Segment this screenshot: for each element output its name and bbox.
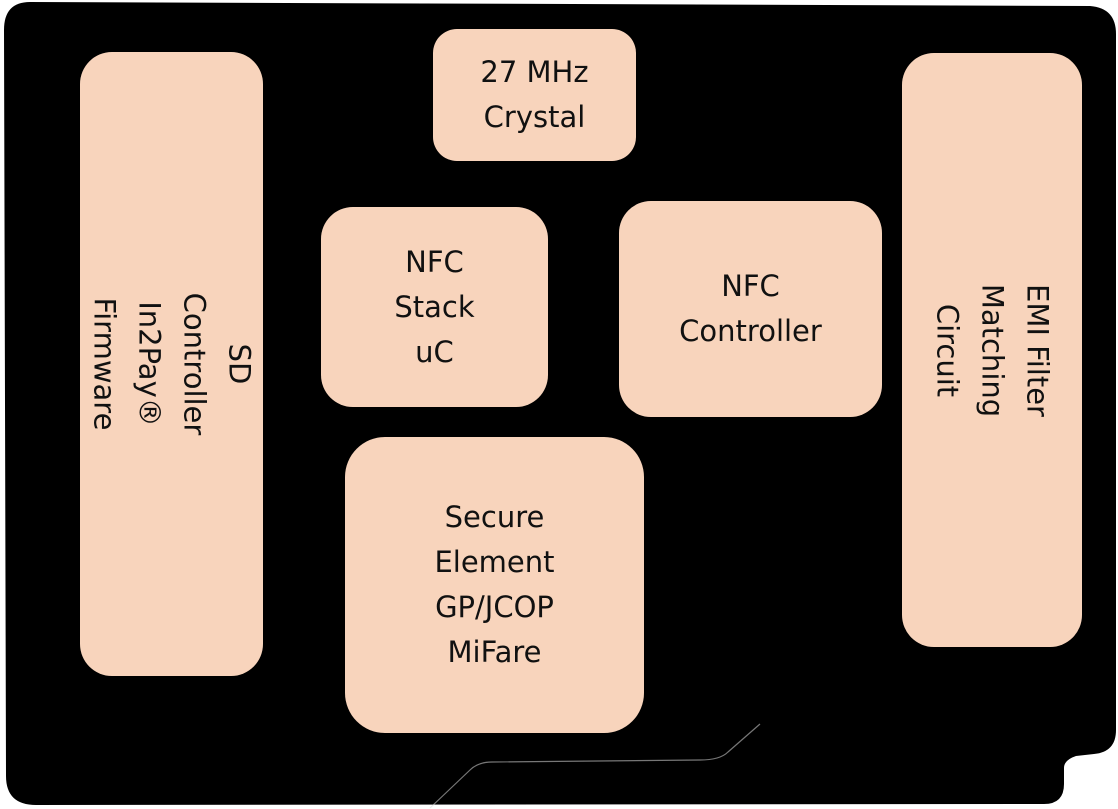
secure-element-block: Secure Element GP/JCOP MiFare bbox=[345, 437, 644, 733]
crystal-block: 27 MHz Crystal bbox=[433, 29, 636, 161]
emi-filter-label: EMI Filter Matching Circuit bbox=[930, 283, 1055, 417]
card-notch-gap bbox=[429, 723, 761, 809]
nfc-stack-uc-block: NFC Stack uC bbox=[321, 207, 548, 407]
sd-controller-block: SD Controller In2Pay® Firmware bbox=[80, 52, 263, 676]
nfc-controller-block: NFC Controller bbox=[619, 201, 882, 417]
emi-filter-block: EMI Filter Matching Circuit bbox=[902, 53, 1082, 647]
nfc-stack-uc-label: NFC Stack uC bbox=[394, 244, 475, 369]
secure-element-label: Secure Element GP/JCOP MiFare bbox=[434, 500, 555, 669]
crystal-label: 27 MHz Crystal bbox=[480, 55, 589, 134]
sd-controller-label: SD Controller In2Pay® Firmware bbox=[87, 292, 257, 436]
nfc-controller-label: NFC Controller bbox=[679, 269, 822, 348]
